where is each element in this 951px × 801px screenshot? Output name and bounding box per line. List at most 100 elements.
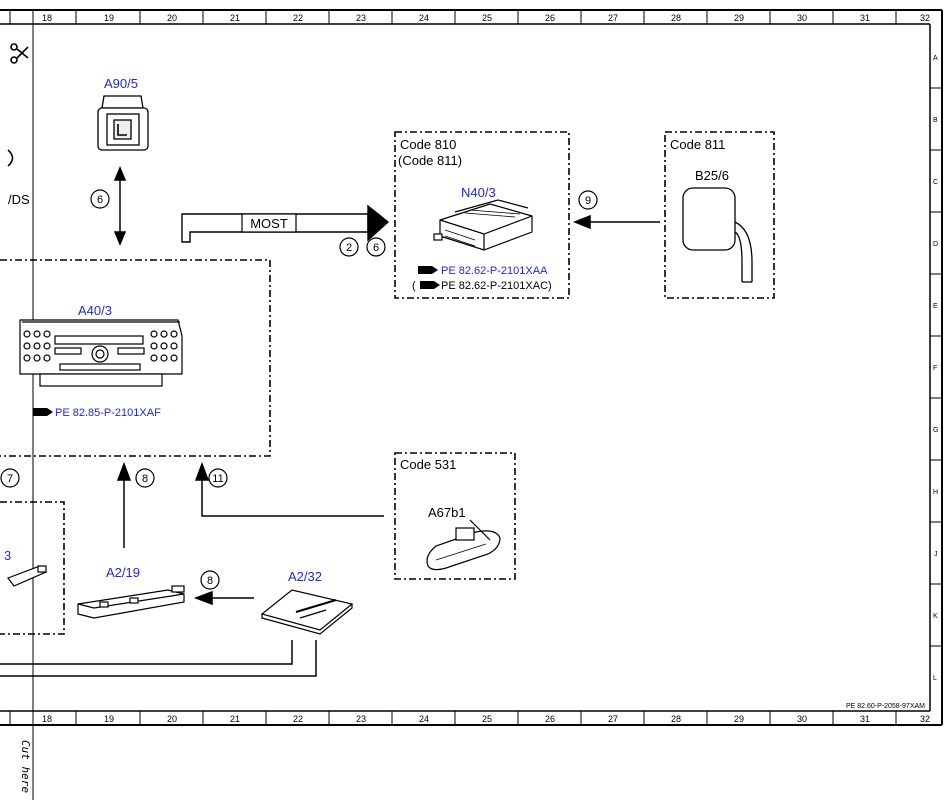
rear-view-mirror-icon [426, 519, 501, 571]
code-811-box [664, 131, 775, 299]
code-531-label: Code 531 [400, 457, 456, 472]
row-label: D [933, 241, 938, 248]
a90-5-label: A90/5 [104, 76, 138, 91]
a90-link-arrow [113, 166, 127, 246]
col-label: 26 [545, 13, 555, 23]
connection-number-text: 2 [346, 242, 352, 254]
amplifier-icon [433, 199, 533, 251]
row-label: F [933, 365, 937, 372]
col-label: 30 [797, 714, 807, 724]
bottom-ruler-labels: 18 19 20 21 22 23 24 25 26 27 28 29 30 3… [42, 714, 930, 724]
col-label: 20 [167, 714, 177, 724]
connection-number [135, 468, 155, 488]
a40-3-label: A40/3 [78, 303, 112, 318]
connection-number-text: 6 [97, 194, 103, 206]
most-label-box [241, 213, 297, 233]
col-label: 23 [356, 714, 366, 724]
connection-number [578, 190, 598, 210]
a2-19-label: A2/19 [106, 565, 140, 580]
col-label: 27 [608, 714, 618, 724]
col-label: 29 [734, 714, 744, 724]
a40-3-ref: PE 82.85-P-2101XAF [55, 407, 161, 419]
col-label: 20 [167, 13, 177, 23]
right-ruler-labels: A B C D E F G H J K L [933, 55, 938, 682]
code-811-label: Code 811 [670, 137, 725, 152]
right-ruler [930, 87, 942, 647]
most-label: MOST [250, 216, 288, 231]
row-label: J [934, 551, 938, 558]
a67b1-label: A67b1 [428, 505, 466, 520]
partial-symbol [7, 149, 14, 167]
a2-19-to-a40-arrow [116, 461, 132, 548]
col-label: 19 [104, 13, 114, 23]
col-label: 21 [230, 13, 240, 23]
col-label: 24 [419, 714, 429, 724]
connection-number [0, 468, 20, 488]
paren-open: ( [412, 280, 416, 292]
col-label: 31 [860, 13, 870, 23]
a67-to-a40-arrow [194, 461, 384, 517]
n40-3-ref-secondary: PE 82.62-P-2101XAC) [441, 280, 552, 292]
head-unit-icon [19, 319, 183, 387]
row-label: L [933, 675, 937, 682]
row-label: B [933, 117, 938, 124]
col-label: 24 [419, 13, 429, 23]
partial-module-icon [7, 565, 48, 587]
microphone-icon [682, 187, 753, 283]
col-label: 32 [920, 714, 930, 724]
connection-number-text: 11 [212, 473, 223, 485]
connection-number [366, 237, 386, 257]
reference-icon [420, 281, 440, 289]
n40-3-ref-primary: PE 82.62-P-2101XAA [441, 265, 548, 277]
connection-number [339, 237, 359, 257]
switch-icon [97, 95, 149, 151]
partial-left-box [0, 501, 65, 635]
col-label: 31 [860, 714, 870, 724]
row-label: A [933, 55, 938, 62]
col-label: 18 [42, 13, 52, 23]
row-label: K [933, 613, 938, 620]
row-label: G [933, 427, 938, 434]
col-label: 25 [482, 13, 492, 23]
col-label: 26 [545, 714, 555, 724]
b25-6-label: B25/6 [695, 168, 729, 183]
connection-number [208, 468, 228, 488]
col-label: 23 [356, 13, 366, 23]
row-label: E [933, 303, 938, 310]
col-label: 28 [671, 13, 681, 23]
col-label: 25 [482, 714, 492, 724]
n40-3-label: N40/3 [461, 185, 496, 200]
col-label: 30 [797, 13, 807, 23]
bottom-ruler [9, 711, 897, 725]
connection-number [90, 189, 110, 209]
a40-3-box [0, 259, 271, 457]
reference-icon [33, 408, 53, 416]
tuner-module-icon [77, 585, 185, 619]
a2-32-to-a2-19-arrow [193, 590, 254, 606]
code-531-box [394, 452, 516, 580]
col-label: 18 [42, 714, 52, 724]
col-label: 29 [734, 13, 744, 23]
col-label: 22 [293, 13, 303, 23]
scissors-icon [10, 43, 29, 64]
a2-32-label: A2/32 [288, 569, 322, 584]
col-label: 22 [293, 714, 303, 724]
partial-label: 3 [4, 548, 11, 563]
top-ruler-labels: 18 19 20 21 22 23 24 25 26 27 28 29 30 3… [42, 13, 930, 23]
connection-number [200, 570, 220, 590]
connection-number-text: 9 [585, 195, 591, 207]
drawing-frame [0, 9, 943, 800]
col-label: 19 [104, 714, 114, 724]
code-811-alt-label: (Code 811) [398, 153, 462, 168]
b25-link-arrow [572, 214, 660, 230]
col-label: 27 [608, 13, 618, 23]
antenna-module-icon [260, 589, 354, 635]
code-810-label: Code 810 [400, 137, 456, 152]
document-reference: PE 82.60-P-2058-97XAM [846, 703, 925, 710]
connection-number-text: 8 [142, 473, 148, 485]
col-label: 28 [671, 714, 681, 724]
connection-number-text: 8 [207, 575, 213, 587]
cut-here-label: Cut here [19, 740, 32, 793]
row-label: H [933, 489, 938, 496]
row-label: C [933, 179, 938, 186]
